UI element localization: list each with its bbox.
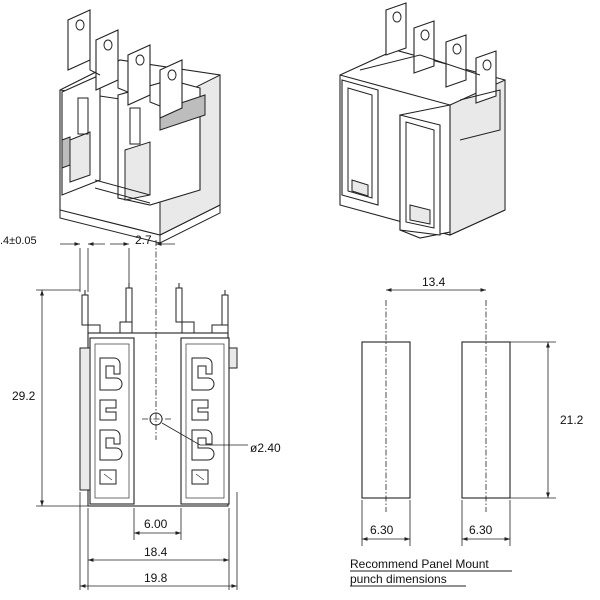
height-dimension-label: 29.2 xyxy=(12,389,36,403)
hole-diameter-label: ø2.40 xyxy=(250,441,281,455)
panel-spacing-label: 13.4 xyxy=(422,275,446,289)
pitch-dimension-label: 2.7 xyxy=(135,233,152,247)
left-contact-set xyxy=(99,357,123,485)
front-view-terminals xyxy=(81,283,229,326)
isometric-view-rear xyxy=(339,2,506,239)
panel-mount-caption: Recommend Panel Mount punch dimensions xyxy=(350,557,512,587)
caption-line-1: Recommend Panel Mount xyxy=(350,557,489,571)
panel-right-width-label: 6.30 xyxy=(469,523,493,537)
panel-cutout-view xyxy=(361,300,511,512)
caption-line-2: punch dimensions xyxy=(350,572,447,586)
terminal-tabs-rear xyxy=(385,2,497,104)
inner-width-label: 6.00 xyxy=(144,517,168,531)
terminal-tabs-front xyxy=(67,9,183,119)
isometric-view-front xyxy=(59,9,221,244)
overall-width-label: 19.8 xyxy=(144,571,168,585)
right-contact-set xyxy=(191,357,215,485)
panel-left-width-label: 6.30 xyxy=(370,523,394,537)
front-view-dimensions xyxy=(36,242,248,590)
panel-cutout-dimensions xyxy=(361,288,556,546)
body-width-label: 18.4 xyxy=(144,545,168,559)
tolerance-dimension-label: .4±0.05 xyxy=(0,235,37,247)
panel-height-label: 21.2 xyxy=(560,413,584,427)
front-view xyxy=(79,240,238,507)
